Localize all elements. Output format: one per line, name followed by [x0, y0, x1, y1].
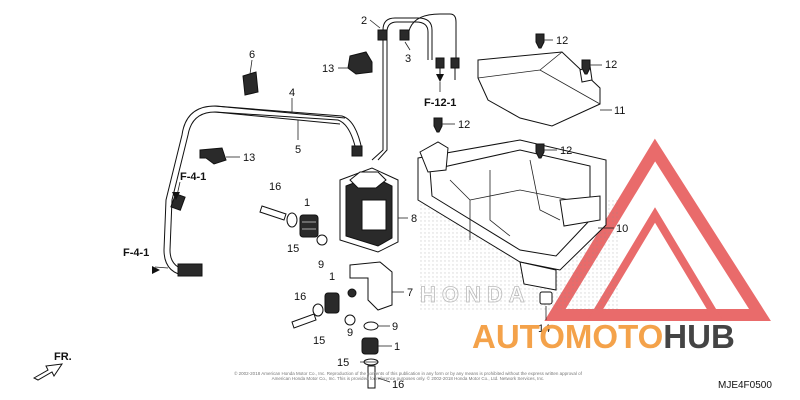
pipe-fitting [435, 57, 445, 69]
callout-12-b: 12 [605, 59, 617, 71]
cushion-14 [539, 291, 553, 305]
callout-14: 14 [538, 323, 550, 335]
callout-4: 4 [289, 87, 295, 99]
callout-9-c: 9 [392, 321, 398, 333]
ref-arrows [152, 74, 444, 274]
callout-9-b: 9 [347, 327, 353, 339]
callout-5: 5 [295, 144, 301, 156]
callout-labels: 2 3 4 5 6 7 8 10 11 12 12 12 12 13 13 14… [243, 15, 628, 391]
callout-16-c: 16 [392, 379, 404, 391]
callout-1-a: 1 [304, 197, 310, 209]
ref-f-12-1: F-12-1 [424, 97, 456, 109]
washer-15 [286, 212, 379, 366]
callout-7: 7 [407, 287, 413, 299]
callout-2: 2 [361, 15, 367, 27]
watermark-brand-hub: HUB [663, 318, 735, 355]
front-arrow-icon: FR. [32, 351, 72, 381]
honda-emboss-text: HONDA [420, 282, 531, 307]
hose-fitting [170, 193, 186, 211]
damper-1-lower [361, 337, 379, 355]
callout-15-b: 15 [313, 335, 325, 347]
collar-9 [316, 234, 379, 331]
reference-labels: F-4-1 F-4-1 F-12-1 [123, 97, 456, 259]
clamp-13-top [347, 51, 373, 75]
callout-8: 8 [411, 213, 417, 225]
callout-6: 6 [249, 49, 255, 61]
callout-12-a: 12 [556, 35, 568, 47]
callout-15-c: 15 [337, 357, 349, 369]
pipe-fitting [450, 57, 460, 69]
clamp-13-left [199, 147, 227, 165]
callout-1-b: 1 [329, 271, 335, 283]
damper-1-upper [299, 214, 319, 238]
watermark-brand: AUTOMOTOHUB [472, 318, 735, 356]
brake-hose-4-5 [163, 105, 363, 277]
screw-12 [433, 33, 591, 159]
watermark-brand-auto: AUTO [472, 318, 565, 355]
damper-1-middle [324, 292, 340, 314]
callout-3: 3 [405, 53, 411, 65]
pipe-fitting [377, 29, 388, 41]
ref-f-4-1-upper: F-4-1 [180, 171, 206, 183]
hose-joint [177, 263, 203, 277]
front-label: FR. [54, 351, 72, 363]
callout-15-a: 15 [287, 243, 299, 255]
modulator-bracket-7 [347, 261, 393, 311]
brake-pipe-2 [377, 13, 460, 80]
callout-13-a: 13 [322, 63, 334, 75]
hose-fitting [351, 145, 363, 157]
bolt-16 [259, 205, 376, 389]
callout-13-b: 13 [243, 152, 255, 164]
diagram-code: MJE4F0500 [718, 380, 772, 391]
copyright-notice: © 2002-2018 American Honda Motor Co., In… [234, 371, 582, 381]
callout-16-b: 16 [294, 291, 306, 303]
abs-modulator-8 [339, 167, 399, 253]
leader-lines [154, 19, 614, 383]
ref-f-4-1-lower: F-4-1 [123, 247, 149, 259]
callout-16-a: 16 [269, 181, 281, 193]
grommet-6 [242, 71, 259, 96]
watermark-brand-moto: MOTO [564, 318, 664, 355]
battery-box-10 [417, 139, 607, 305]
callout-11: 11 [614, 105, 625, 117]
callout-12-d: 12 [560, 145, 572, 157]
callout-1-c: 1 [394, 341, 400, 353]
brake-pipe-3 [371, 40, 388, 161]
callout-12-c: 12 [458, 119, 470, 131]
pipe-fitting [399, 29, 410, 41]
callout-9-a: 9 [318, 259, 324, 271]
callout-10: 10 [616, 223, 628, 235]
